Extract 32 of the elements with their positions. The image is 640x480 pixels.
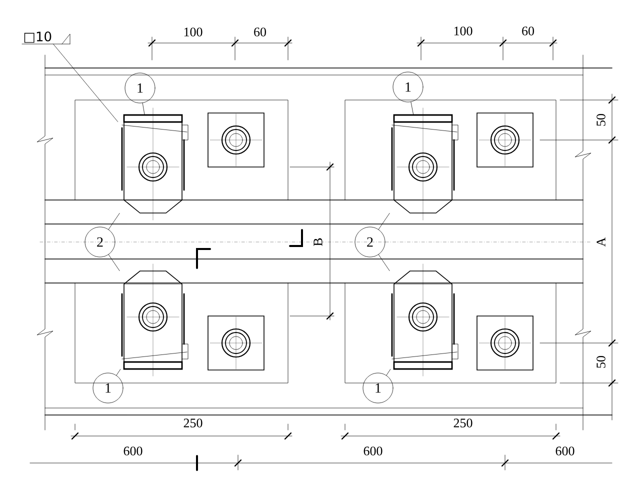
callout-number: 2	[84, 226, 116, 258]
clip-drawing	[121, 264, 188, 376]
leader-line	[378, 254, 390, 271]
dimension-text: 50	[596, 356, 606, 368]
callout-number: 1	[92, 372, 124, 404]
dimension-text: 100	[184, 28, 202, 36]
leader-line	[142, 102, 145, 115]
dimension-text: 50	[596, 114, 606, 126]
dimension-text: 600	[556, 446, 574, 456]
leader-line	[386, 369, 391, 376]
leader-line	[53, 44, 118, 122]
dimension-text: 60	[254, 28, 266, 36]
leader-line	[108, 213, 120, 230]
callout-number: 1	[392, 72, 424, 102]
leader-line	[116, 369, 121, 376]
dimension-text: 100	[454, 26, 472, 36]
dimension-text: 250	[454, 418, 472, 428]
dimension-text: B	[314, 238, 322, 246]
dimension-text: A	[596, 237, 606, 247]
callout-number: 2	[354, 226, 386, 258]
callout-number: 1	[362, 372, 394, 404]
clip-drawing	[391, 264, 458, 376]
leader-line	[410, 102, 414, 115]
dimension-text: 250	[184, 418, 202, 428]
dimension-text: 600	[364, 446, 382, 456]
leader-line	[378, 213, 390, 230]
clip-drawing	[391, 108, 458, 220]
leader-line	[108, 254, 120, 271]
clip-drawing	[121, 108, 188, 220]
dimension-text: 60	[522, 26, 534, 36]
dimension-text: 600	[124, 446, 142, 456]
callout-number: 1	[124, 72, 156, 104]
